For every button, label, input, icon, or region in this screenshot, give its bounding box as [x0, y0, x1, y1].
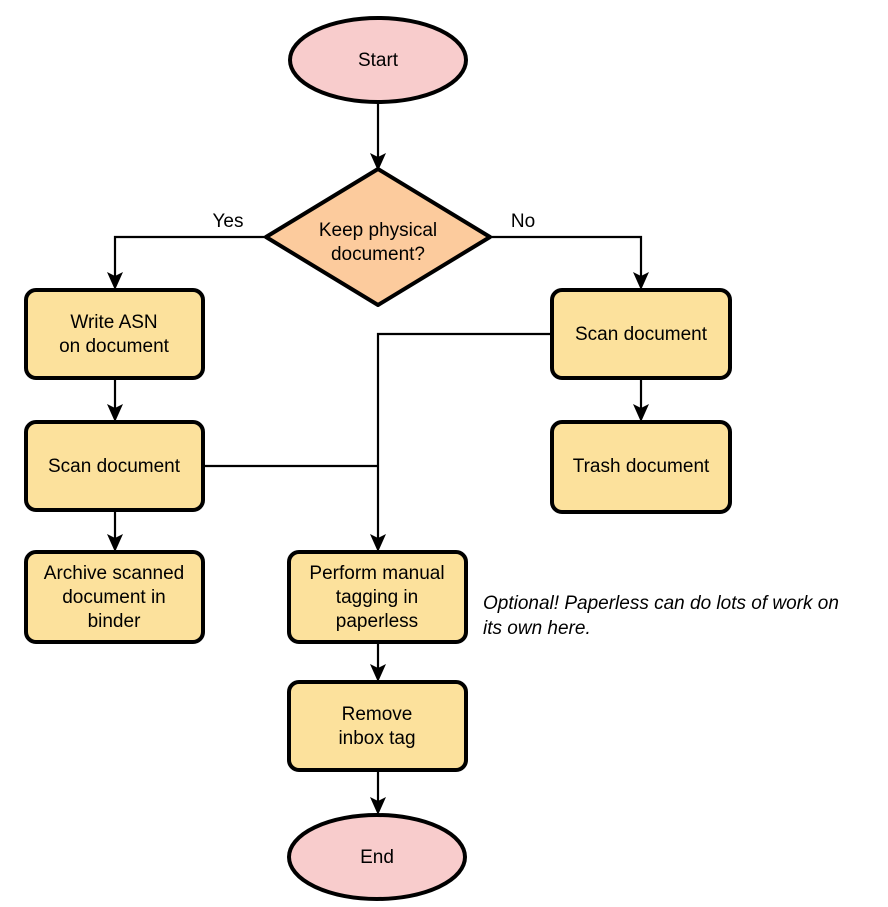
edge-tagging-to-remove-inbox: [370, 642, 386, 682]
node-decision-keep-physical-document[interactable]: Keep physical document?: [264, 167, 492, 307]
trash-document-label: Trash document: [573, 456, 710, 477]
edge-write-asn-to-scan-left: [107, 378, 123, 422]
edge-decision-no-to-scan-right: [490, 235, 649, 290]
scan-document-left-label: Scan document: [48, 456, 181, 477]
annotation-note: Optional! Paperless can do lots of work …: [483, 593, 839, 639]
start-label: Start: [358, 50, 399, 71]
node-archive-scanned-document[interactable]: Archive scanned document in binder: [24, 550, 205, 644]
write-asn-label-line2: on document: [59, 336, 170, 357]
decision-label-line1: Keep physical: [319, 220, 437, 241]
edge-decision-yes-to-write-asn: [107, 235, 265, 290]
decision-diamond-shape: [264, 167, 492, 307]
remove-inbox-label-line1: Remove: [342, 704, 413, 725]
write-asn-label-line1: Write ASN: [70, 312, 157, 333]
edge-scan-left-to-archive: [107, 510, 123, 552]
write-asn-box-shape: [24, 288, 205, 380]
tagging-label-line3: paperless: [336, 611, 418, 632]
tagging-label-line2: tagging in: [336, 587, 418, 608]
archive-label-line1: Archive scanned: [44, 563, 184, 584]
remove-inbox-box-shape: [287, 680, 468, 772]
end-label: End: [360, 847, 394, 868]
end-ellipse-shape: [287, 813, 467, 901]
node-perform-manual-tagging[interactable]: Perform manual tagging in paperless: [287, 550, 468, 644]
node-scan-document-right[interactable]: Scan document: [550, 288, 732, 380]
edge-remove-inbox-to-end: [370, 770, 386, 815]
edge-scan-right-to-merge: [376, 332, 552, 466]
node-scan-document-left[interactable]: Scan document: [24, 420, 205, 512]
node-trash-document[interactable]: Trash document: [550, 420, 732, 514]
archive-label-line3: binder: [88, 611, 141, 632]
edge-label-yes: Yes: [213, 211, 244, 232]
start-ellipse-shape: [288, 16, 468, 104]
trash-document-box-shape: [550, 420, 732, 514]
scan-document-left-box-shape: [24, 420, 205, 512]
edge-merge-to-tagging: [370, 466, 386, 552]
archive-box-shape: [24, 550, 205, 644]
tagging-label-line1: Perform manual: [309, 563, 444, 584]
node-end[interactable]: End: [287, 813, 467, 901]
annotation-line1: Optional! Paperless can do lots of work …: [483, 593, 839, 614]
edge-start-to-decision: [370, 102, 386, 171]
node-start[interactable]: Start: [288, 16, 468, 104]
node-write-asn-on-document[interactable]: Write ASN on document: [24, 288, 205, 380]
decision-label-line2: document?: [331, 244, 425, 265]
scan-document-right-label: Scan document: [575, 324, 708, 345]
edge-label-no: No: [511, 211, 535, 232]
edge-scan-right-to-trash: [633, 378, 649, 422]
archive-label-line2: document in: [62, 587, 166, 608]
node-remove-inbox-tag[interactable]: Remove inbox tag: [287, 680, 468, 772]
scan-document-right-box-shape: [550, 288, 732, 380]
annotation-line2: its own here.: [483, 618, 591, 639]
remove-inbox-label-line2: inbox tag: [338, 728, 415, 749]
tagging-box-shape: [287, 550, 468, 644]
